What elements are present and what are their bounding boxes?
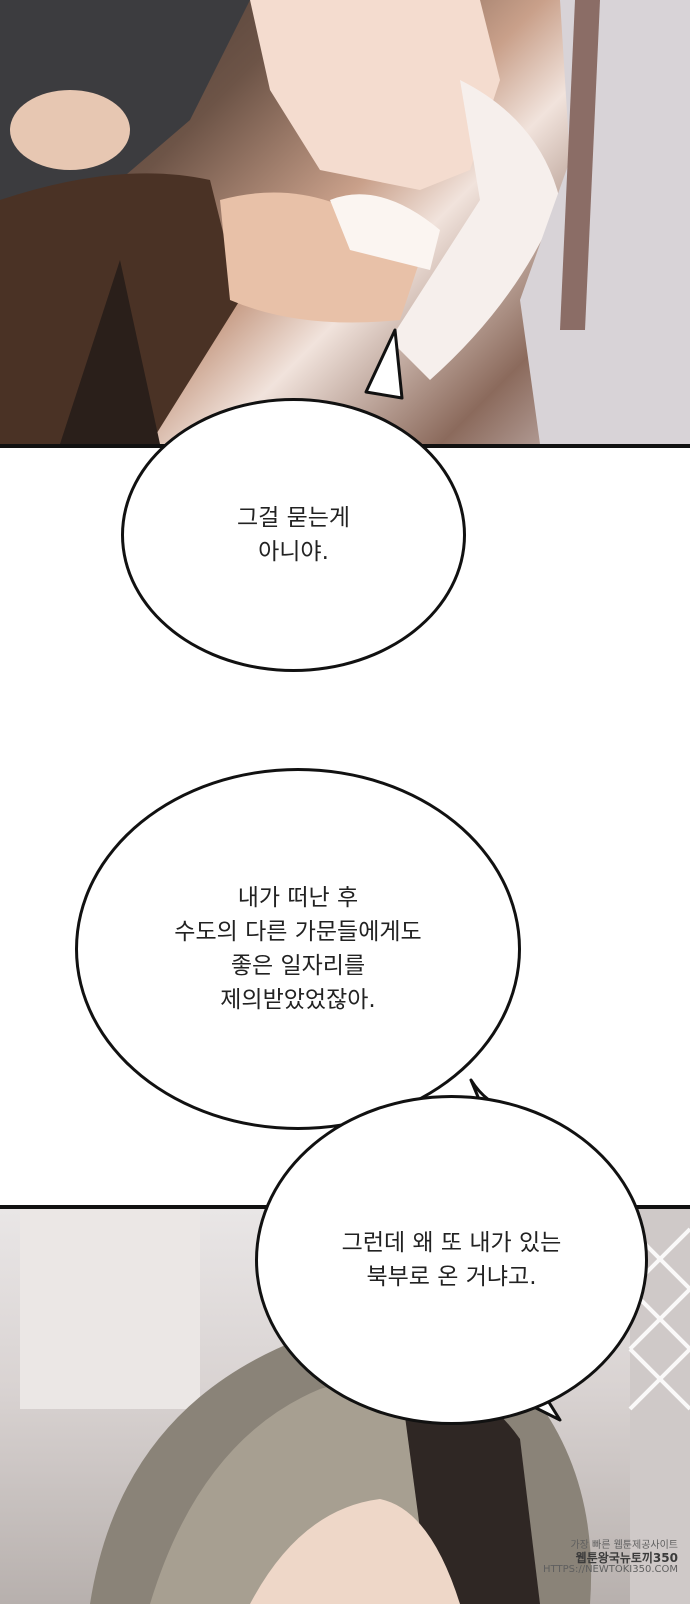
speech-bubble-1: 그걸 묻는게 아니야. [121,398,466,672]
watermark: 가장 빠른 웹툰제공사이트 웹툰왕국뉴토끼350 HTTPS://NEWTOKI… [543,1540,678,1576]
speech-line: 그런데 왜 또 내가 있는 [341,1230,562,1256]
speech-line: 그걸 묻는게 [236,505,351,531]
top-panel-illustration [0,0,690,448]
speech-bubble-2: 내가 떠난 후 수도의 다른 가문들에게도 좋은 일자리를 제의받았었잖아. [75,768,521,1130]
speech-line: 북부로 온 거냐고. [366,1264,537,1290]
watermark-line3: HTTPS://NEWTOKI350.COM [543,1564,678,1575]
speech-bubble-3-text: 그런데 왜 또 내가 있는 북부로 온 거냐고. [342,1226,562,1294]
speech-line: 내가 떠난 후 [237,885,359,911]
speech-line: 아니야. [258,539,329,565]
hands-illustration [0,0,690,444]
speech-bubble-1-text: 그걸 묻는게 아니야. [237,501,350,569]
speech-line: 제의받았었잖아. [220,987,376,1013]
watermark-line2: 웹툰왕국뉴토끼350 [575,1551,678,1565]
speech-line: 수도의 다른 가문들에게도 [174,919,422,945]
watermark-line1: 가장 빠른 웹툰제공사이트 [570,1540,678,1551]
speech-bubble-2-text: 내가 떠난 후 수도의 다른 가문들에게도 좋은 일자리를 제의받았었잖아. [174,881,421,1017]
speech-bubble-3: 그런데 왜 또 내가 있는 북부로 온 거냐고. [255,1095,648,1425]
speech-line: 좋은 일자리를 [230,953,366,979]
